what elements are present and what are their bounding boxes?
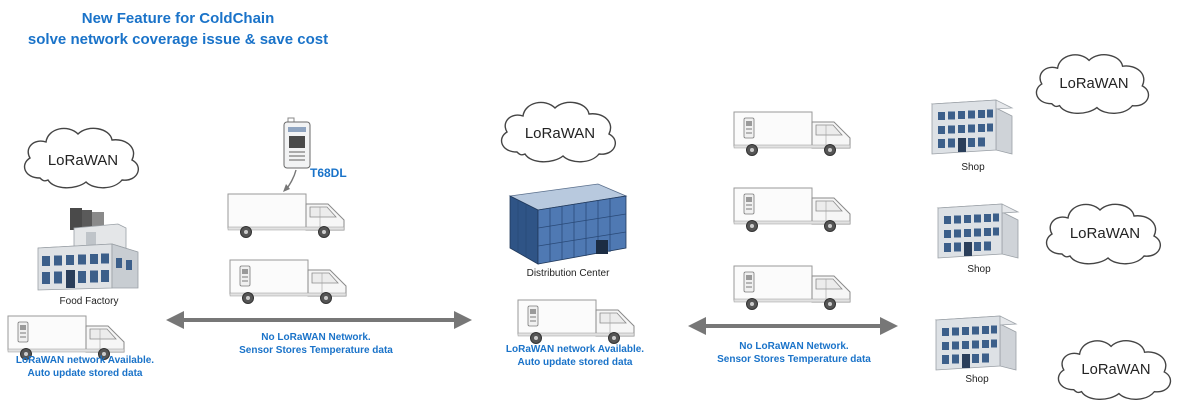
cloud-shop-bottom: LoRaWAN [1057,340,1172,400]
food-factory-label: Food Factory [59,296,119,307]
distribution-center-label: Distribution Center [526,268,610,279]
cloud-left: LoRaWAN [23,127,140,189]
cloud-shop-top: LoRaWAN [1035,54,1150,114]
double-arrow-right [688,317,898,335]
cloud-label: LoRaWAN [1070,225,1140,242]
shop-label-bottom: Shop [965,374,989,385]
status-line-2: Sensor Stores Temperature data [239,345,393,356]
cloud-label: LoRaWAN [48,152,118,169]
status-line-1: LoRaWAN network Available. [505,344,645,355]
distribution-center-icon [508,183,628,265]
status-line-2: Sensor Stores Temperature data [717,354,871,365]
shop-icon-bottom [935,315,1017,371]
truck-right-top [733,111,851,156]
status-line-2: Auto update stored data [517,357,633,368]
sensor-device-icon [283,117,311,192]
status-line-1: No LoRaWAN Network. [739,341,849,352]
cloud-label: LoRaWAN [1059,76,1128,92]
truck-left-top [227,193,345,238]
shop-icon-top [931,99,1013,155]
status-line-2: Auto update stored data [27,368,143,379]
status-unavailable-right: No LoRaWAN Network. Sensor Stores Temper… [684,340,904,366]
status-unavailable-left: No LoRaWAN Network. Sensor Stores Temper… [206,331,426,357]
truck-distribution [517,299,635,344]
diagram-title: New Feature for ColdChain solve network … [8,8,348,50]
truck-right-middle [733,187,851,232]
cloud-label: LoRaWAN [525,125,595,142]
cloud-shop-middle: LoRaWAN [1045,203,1162,265]
status-line-1: No LoRaWAN Network. [261,332,371,343]
shop-label-middle: Shop [967,264,991,275]
food-factory-icon [37,208,139,291]
title-line-1: New Feature for ColdChain [81,10,275,27]
shop-icon-middle [937,203,1019,259]
sensor-label: T68DL [310,166,347,180]
status-line-1: LoRaWAN network Available. [15,355,155,366]
title-line-2: solve network coverage issue & save cost [27,31,329,48]
truck-left-middle [229,259,347,304]
status-available-factory: LoRaWAN network Available. Auto update s… [0,354,170,380]
cloud-center: LoRaWAN [500,101,617,163]
shop-label-top: Shop [961,162,985,173]
truck-right-bottom [733,265,851,310]
status-available-distribution: LoRaWAN network Available. Auto update s… [490,343,660,369]
cloud-label: LoRaWAN [1081,362,1150,378]
double-arrow-left [166,311,472,329]
